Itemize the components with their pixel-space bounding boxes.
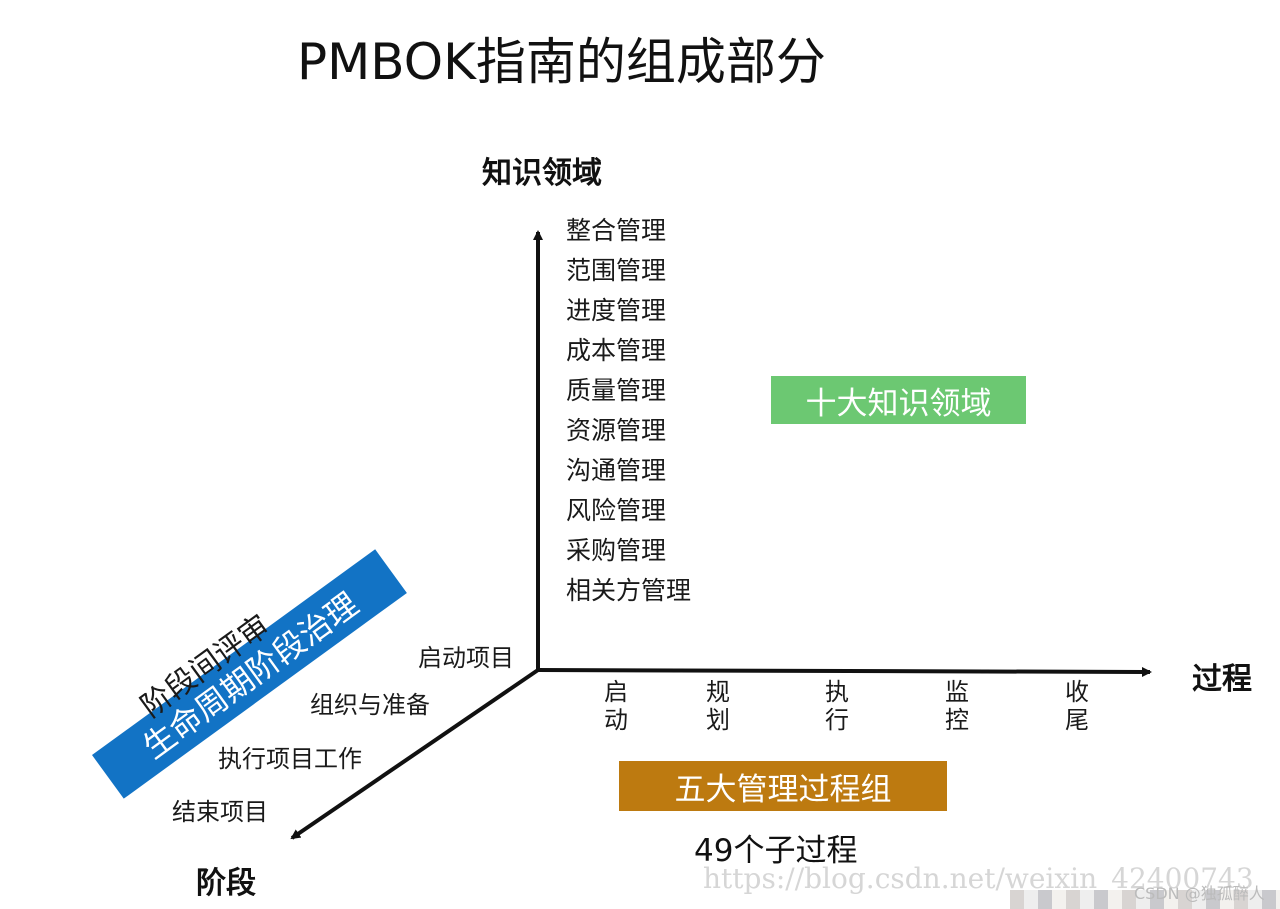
knowledge-area-item: 沟通管理 bbox=[566, 456, 667, 485]
knowledge-area-item: 整合管理 bbox=[566, 216, 667, 245]
z-axis-arrow bbox=[290, 668, 540, 840]
process-group-item: 规 划 bbox=[706, 678, 730, 734]
knowledge-area-item: 采购管理 bbox=[566, 536, 667, 565]
y-axis-label: 知识领域 bbox=[482, 156, 602, 191]
phase-item: 结束项目 bbox=[172, 798, 268, 826]
process-group-item: 执 行 bbox=[825, 678, 849, 734]
knowledge-area-item: 相关方管理 bbox=[566, 576, 692, 605]
phase-item: 组织与准备 bbox=[310, 691, 430, 719]
x-axis-label: 过程 bbox=[1192, 662, 1252, 697]
sub-process-count: 49个子过程 bbox=[694, 833, 858, 869]
phase-item: 执行项目工作 bbox=[218, 745, 362, 773]
x-axis-arrow bbox=[537, 666, 1152, 677]
knowledge-area-item: 资源管理 bbox=[566, 416, 667, 445]
process-groups-badge: 五大管理过程组 bbox=[619, 761, 947, 811]
knowledge-area-item: 成本管理 bbox=[566, 336, 667, 365]
knowledge-area-item: 范围管理 bbox=[566, 256, 667, 285]
knowledge-area-item: 进度管理 bbox=[566, 296, 667, 325]
process-group-item: 监 控 bbox=[945, 678, 969, 734]
knowledge-areas-badge: 十大知识领域 bbox=[771, 376, 1026, 424]
process-group-item: 收 尾 bbox=[1065, 678, 1089, 734]
watermark-author: CSDN @独孤醉人 bbox=[1134, 884, 1265, 903]
knowledge-area-item: 质量管理 bbox=[566, 376, 667, 405]
z-axis-label: 阶段 bbox=[196, 866, 256, 901]
process-group-item: 启 动 bbox=[604, 678, 628, 734]
page-title: PMBOK指南的组成部分 bbox=[297, 33, 826, 91]
phase-item: 启动项目 bbox=[418, 644, 514, 672]
knowledge-area-item: 风险管理 bbox=[566, 496, 667, 525]
watermark-url: https://blog.csdn.net/weixin_42400743 bbox=[703, 862, 1254, 895]
pixelated-region bbox=[1010, 890, 1280, 909]
